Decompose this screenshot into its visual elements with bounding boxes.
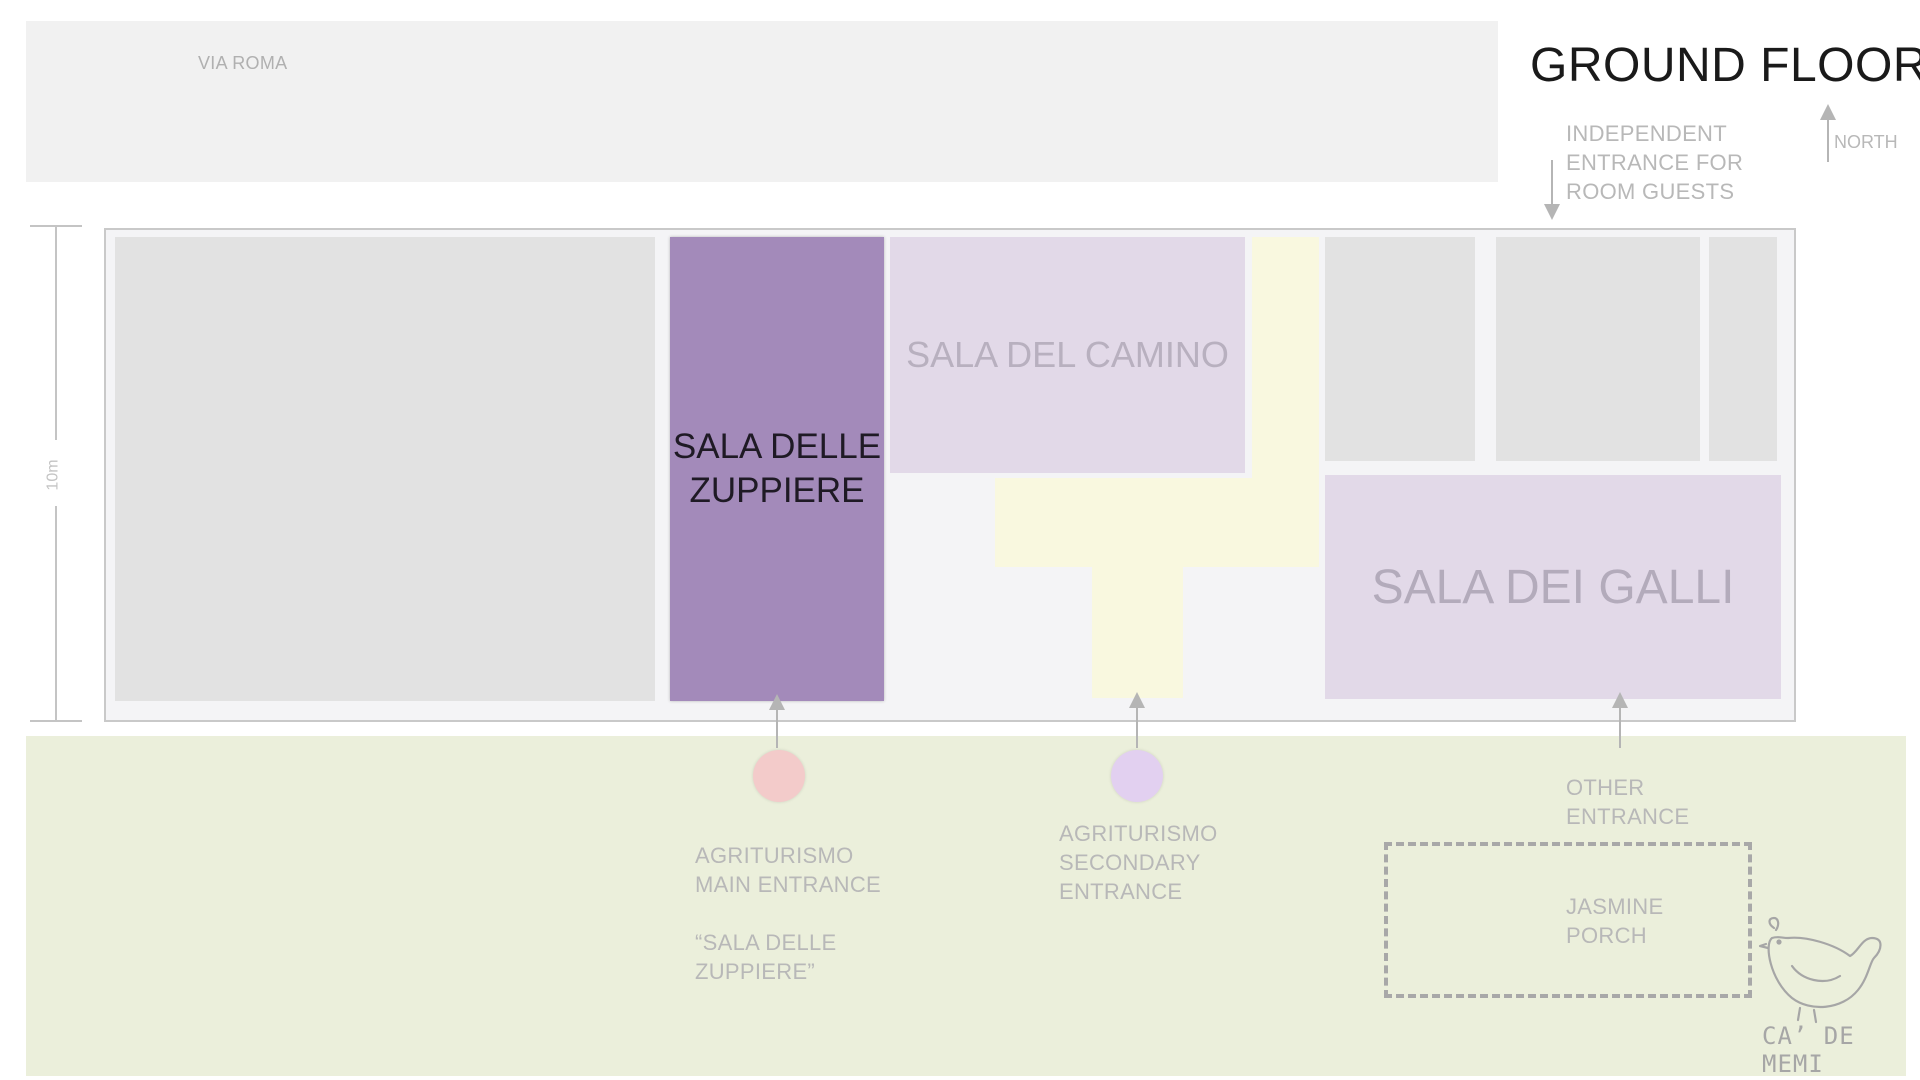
scale-label: 10m (44, 459, 62, 491)
corridor-center (995, 478, 1319, 567)
guest-room-2 (1496, 237, 1700, 461)
north-label: NORTH (1834, 132, 1898, 152)
jasmine-porch-outline (1384, 842, 1752, 998)
guest-room-1 (1325, 237, 1475, 461)
garden-area (26, 736, 1906, 1076)
brand-label: CA’ DE MEMI (1762, 1022, 1855, 1078)
street-area (26, 21, 1498, 182)
chicken-logo-icon (1758, 916, 1882, 1024)
secondary-entrance-marker[interactable] (1111, 750, 1163, 802)
main-entrance-label: AGRITURISMO MAIN ENTRANCE “SALA DELLE ZU… (695, 843, 882, 984)
room-label-camino: SALA DEL CAMINO (906, 334, 1229, 375)
room-label-galli: SALA DEI GALLI (1371, 560, 1735, 614)
storage-block-west (115, 237, 655, 701)
room-sala-del-camino[interactable]: SALA DEL CAMINO (890, 237, 1245, 473)
main-entrance-marker[interactable] (753, 750, 805, 802)
independent-entrance-label: INDEPENDENT ENTRANCE FOR ROOM GUESTS (1566, 121, 1744, 204)
secondary-entrance-label: AGRITURISMO SECONDARY ENTRANCE (1059, 821, 1218, 904)
page-title: GROUND FLOOR (1530, 39, 1920, 92)
street-label: VIA ROMA (198, 53, 288, 73)
scale-bar (30, 225, 82, 722)
room-sala-dei-galli[interactable]: SALA DEI GALLI (1325, 475, 1781, 699)
guest-room-3 (1709, 237, 1777, 461)
other-entrance-label: OTHER ENTRANCE (1566, 775, 1690, 829)
porch-label: JASMINE PORCH (1566, 894, 1664, 948)
room-sala-delle-zuppiere[interactable]: SALA DELLE ZUPPIERE (670, 237, 884, 701)
room-label-zuppiere: SALA DELLE ZUPPIERE (672, 427, 882, 510)
corridor-south (1092, 560, 1183, 698)
